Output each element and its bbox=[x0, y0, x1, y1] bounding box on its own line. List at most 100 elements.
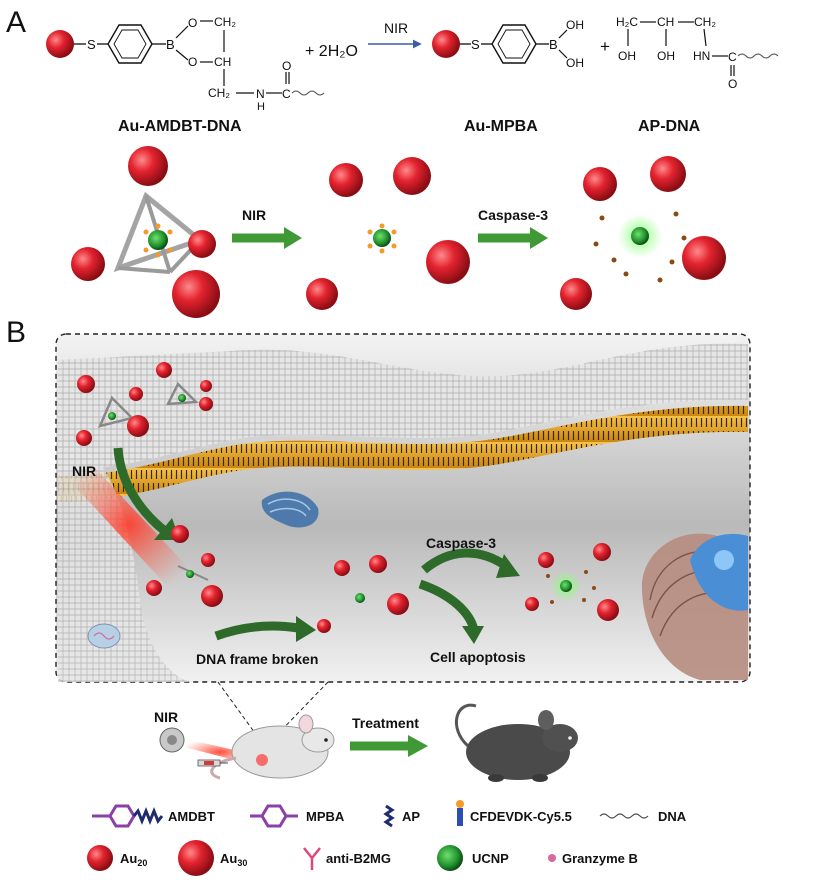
ucnp-icon bbox=[437, 845, 463, 871]
step-caspase-label: Caspase-3 bbox=[478, 207, 548, 223]
mouse-treatment-row: NIR Treatment bbox=[154, 703, 578, 782]
legend-label-cfdevdk: CFDEVDK-Cy5.5 bbox=[470, 809, 572, 824]
svg-text:Au30: Au30 bbox=[220, 851, 247, 868]
oxygen-atom: O bbox=[728, 77, 737, 91]
gold-nanoparticle-icon bbox=[682, 236, 726, 280]
chemical-scheme: S B O O CH₂ CH CH₂ N H C O + 2H₂O NIR S bbox=[46, 15, 779, 135]
legend-ucnp: UCNP bbox=[437, 845, 509, 871]
step-nir-label: NIR bbox=[242, 207, 266, 223]
legend-label-ap: AP bbox=[402, 809, 420, 824]
treatment-label: Treatment bbox=[352, 715, 419, 731]
legend-antibody: anti-B2MG bbox=[303, 847, 391, 870]
plus-water: + 2H₂O bbox=[305, 43, 358, 60]
oxygen-atom: O bbox=[188, 16, 197, 30]
reaction-arrow-label: NIR bbox=[384, 20, 408, 36]
panel-label-a: A bbox=[6, 6, 26, 39]
gold-nanoparticle-icon bbox=[306, 278, 338, 310]
legend-granzyme: Granzyme B bbox=[548, 851, 638, 866]
ucnp-icon bbox=[560, 580, 572, 592]
green-arrow bbox=[418, 579, 479, 632]
nitrogen-atom: N bbox=[256, 87, 265, 101]
sulfur-atom: S bbox=[471, 37, 480, 52]
boron-atom: B bbox=[549, 37, 558, 52]
dna-tetrahedron-icon bbox=[113, 191, 206, 274]
panel-label-b: B bbox=[6, 316, 26, 349]
legend-label-au30: Au bbox=[220, 851, 237, 866]
ch2-group: CH₂ bbox=[214, 15, 236, 29]
mouse-nir-label: NIR bbox=[154, 709, 178, 725]
gray-mouse-icon bbox=[455, 703, 578, 782]
hydrogen-atom: H bbox=[257, 101, 265, 113]
hydroxyl-group: OH bbox=[566, 18, 584, 32]
boron-atom: B bbox=[166, 37, 175, 52]
gold-nanoparticle-icon bbox=[650, 156, 686, 192]
gold-nanoparticle-icon bbox=[146, 525, 223, 607]
hydroxyl-group: OH bbox=[657, 49, 675, 63]
nucleus-icon bbox=[641, 533, 748, 680]
membrane-surface bbox=[58, 343, 748, 470]
gold-nanoparticle-icon bbox=[188, 230, 216, 258]
legend: AMDBT MPBA AP CFDEVDK-Cy5.5 DNA Au20 bbox=[87, 800, 687, 876]
gold-nanoparticle-icon bbox=[393, 157, 431, 195]
legend-au20: Au20 bbox=[87, 845, 147, 871]
sulfur-atom: S bbox=[87, 37, 96, 52]
legend-label-amdbt: AMDBT bbox=[168, 809, 215, 824]
legend-cfdevdk: CFDEVDK-Cy5.5 bbox=[456, 800, 572, 826]
oxygen-atom: O bbox=[188, 55, 197, 69]
oxygen-atom: O bbox=[282, 59, 291, 73]
legend-au30: Au30 bbox=[178, 840, 247, 876]
ucnp-icon bbox=[355, 593, 365, 603]
green-arrow bbox=[421, 548, 509, 574]
gold-nanoparticle-icon bbox=[583, 167, 617, 201]
gold-nanoparticle-icon bbox=[178, 840, 214, 876]
gold-sphere-icon bbox=[432, 30, 460, 58]
ch2-group: CH₂ bbox=[694, 15, 716, 29]
svg-text:Au20: Au20 bbox=[120, 851, 147, 868]
carbon-atom: C bbox=[282, 87, 291, 101]
hydroxyl-group: OH bbox=[566, 56, 584, 70]
label-au-amdbt-dna: Au-AMDBT-DNA bbox=[118, 118, 242, 135]
amide-nh: HN bbox=[693, 49, 710, 63]
legend-label-dna: DNA bbox=[658, 809, 687, 824]
legend-ap: AP bbox=[383, 804, 420, 828]
legend-mpba: MPBA bbox=[250, 804, 345, 828]
gold-nanoparticle-icon bbox=[560, 278, 592, 310]
legend-label-antibody: anti-B2MG bbox=[326, 851, 391, 866]
syringe-icon bbox=[197, 759, 228, 767]
cell-apoptosis-label: Cell apoptosis bbox=[430, 649, 526, 665]
legend-label-au20: Au bbox=[120, 851, 137, 866]
ch-group: CH bbox=[657, 15, 674, 29]
gold-nanoparticle-icon bbox=[172, 270, 220, 318]
gold-nanoparticle-icon bbox=[317, 555, 409, 633]
ucnp-icon bbox=[631, 227, 649, 245]
gold-nanoparticle-icon bbox=[87, 845, 113, 871]
carbon-atom: C bbox=[728, 50, 737, 64]
granzyme-icon bbox=[548, 854, 556, 862]
ucnp-icon bbox=[373, 229, 391, 247]
benzene-ring-icon bbox=[491, 24, 537, 64]
label-ap-dna: AP-DNA bbox=[638, 118, 701, 135]
cell-scene: NIR bbox=[55, 333, 751, 683]
gold-nanoparticle-icon bbox=[525, 543, 619, 621]
gold-nanoparticle-icon bbox=[426, 240, 470, 284]
lipid-bilayer bbox=[58, 405, 748, 502]
nir-label: NIR bbox=[72, 463, 96, 479]
legend-amdbt: AMDBT bbox=[92, 804, 215, 828]
ch2-group: CH₂ bbox=[208, 86, 230, 100]
plus-sign: + bbox=[600, 37, 610, 56]
legend-label-mpba: MPBA bbox=[306, 809, 345, 824]
antibody-icon bbox=[303, 847, 321, 870]
white-mouse-icon bbox=[210, 714, 335, 780]
gold-sphere-icon bbox=[46, 30, 74, 58]
dna-tetrahedron-icon bbox=[97, 381, 199, 428]
panel-a-illustration: NIR Caspase-3 bbox=[71, 146, 726, 318]
ch-group: CH bbox=[214, 55, 231, 69]
caspase-label: Caspase-3 bbox=[426, 535, 496, 551]
golgi-icon bbox=[261, 491, 319, 528]
legend-label-ucnp: UCNP bbox=[472, 851, 509, 866]
benzene-ring-icon bbox=[107, 24, 153, 64]
dna-frame-broken-label: DNA frame broken bbox=[196, 651, 318, 667]
legend-label-granzyme: Granzyme B bbox=[562, 851, 638, 866]
h2c-group: H₂C bbox=[616, 15, 638, 29]
